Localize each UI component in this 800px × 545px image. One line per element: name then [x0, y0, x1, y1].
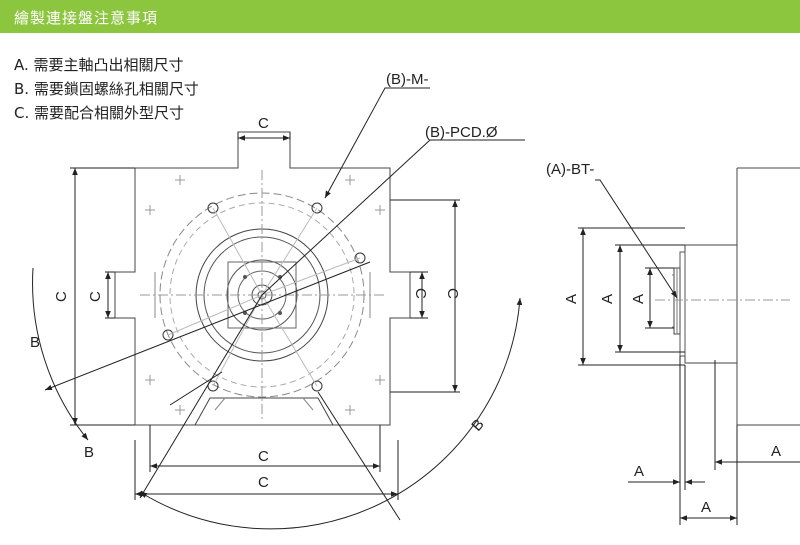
dim-c-right-inner: C — [412, 288, 429, 299]
front-dimensions — [32, 87, 525, 530]
dim-c-bottom-inner: C — [258, 448, 269, 465]
dim-a-bottom-left: A — [634, 463, 644, 480]
bolt-hole-1 — [207, 202, 219, 214]
page-title: 繪製連接盤注意事項 — [14, 9, 159, 27]
callout-bm: (B)-M- — [386, 71, 428, 88]
bolt-hole-3 — [354, 252, 366, 264]
note-b: B. 需要鎖固螺絲孔相關尺寸 — [14, 80, 199, 98]
dim-a-bottom: A — [701, 499, 711, 516]
dim-a-small: A — [630, 294, 647, 304]
callout-bpcd: (B)-PCD.Ø — [425, 124, 498, 141]
notes-list: A. 需要主軸凸出相關尺寸 B. 需要鎖固螺絲孔相關尺寸 C. 需要配合相關外型… — [14, 53, 199, 125]
side-dimensions — [578, 179, 800, 525]
dim-b-bottom: B — [84, 444, 94, 461]
dim-c-left-inner: C — [87, 291, 104, 302]
dim-a-large: A — [563, 294, 580, 304]
title-bar: 繪製連接盤注意事項 — [0, 0, 800, 33]
note-c: C. 需要配合相關外型尺寸 — [14, 104, 185, 122]
bolt-hole-2 — [311, 202, 323, 214]
bottom-notch — [194, 397, 334, 426]
note-a: A. 需要主軸凸出相關尺寸 — [14, 56, 184, 74]
side-housing — [736, 167, 800, 426]
dim-a-medium: A — [599, 294, 616, 304]
side-view — [655, 167, 800, 426]
dim-a-right: A — [771, 443, 781, 460]
front-view — [114, 131, 411, 426]
side-flange — [684, 244, 738, 364]
dim-c-bottom-outer: C — [258, 474, 269, 491]
callout-abt: (A)-BT- — [546, 161, 594, 178]
dim-c-top: C — [258, 115, 269, 132]
dim-b-left: B — [30, 334, 40, 351]
dim-c-left-outer: C — [53, 291, 70, 302]
dim-b-arc: B — [468, 416, 487, 435]
dim-c-right-outer: C — [444, 288, 461, 299]
